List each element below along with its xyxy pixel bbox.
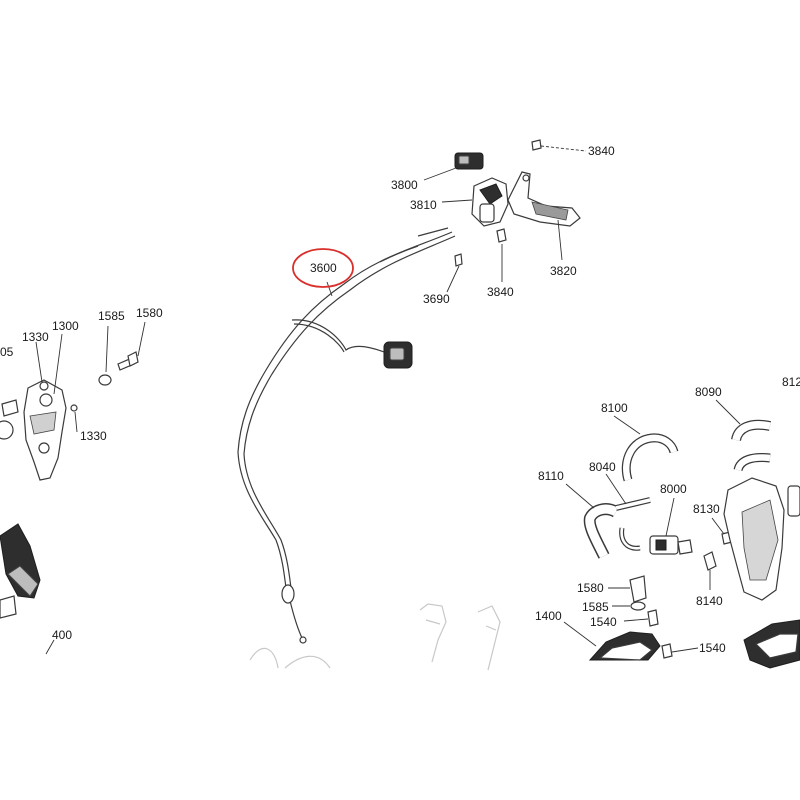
callout-3840-bottom: 3840 (487, 285, 514, 299)
part-3690 (454, 253, 463, 267)
callout-3810: 3810 (410, 198, 437, 212)
leader-lines-right (563, 399, 741, 653)
highlight-circle (292, 248, 354, 288)
callout-1540-lower: 1540 (699, 641, 726, 655)
lever-assembly (454, 139, 581, 267)
part-1580-right (629, 575, 647, 603)
part-3840-bottom (496, 228, 507, 243)
callout-1585-right: 1585 (582, 600, 609, 614)
right-parts-cluster (583, 419, 800, 669)
part-1585-left (98, 374, 112, 386)
callout-1540-upper: 1540 (590, 615, 617, 629)
part-1330-upper (39, 381, 49, 391)
part-8140 (703, 551, 717, 571)
callout-400: 400 (52, 628, 72, 642)
callout-1300: 1300 (52, 319, 79, 333)
callout-labels: 3840 3800 3810 3820 3690 3840 3600 1330 … (0, 144, 800, 655)
callout-8100: 8100 (601, 401, 628, 415)
part-3820 (507, 171, 581, 227)
part-1540-upper (647, 609, 659, 627)
callout-8140: 8140 (696, 594, 723, 608)
cable-harness-3600 (237, 227, 456, 644)
callout-05: 05 (0, 345, 14, 359)
leader-lines-center (326, 145, 587, 297)
callout-8110: 8110 (538, 469, 564, 483)
callout-1330-upper: 1330 (22, 330, 49, 344)
leader-lines-left (35, 321, 146, 433)
callout-3690: 3690 (423, 292, 450, 306)
callout-1580-left: 1580 (136, 306, 163, 320)
callout-8000: 8000 (660, 482, 687, 496)
part-1540-lower (661, 643, 673, 659)
background-parts-outline (249, 603, 501, 671)
callout-1400: 1400 (535, 609, 562, 623)
part-1330-lower (70, 404, 78, 412)
callout-812: 812 (782, 375, 800, 389)
callout-8040: 8040 (589, 460, 616, 474)
part-1585-right (630, 601, 646, 611)
callout-3600: 3600 (310, 261, 337, 275)
left-parts-cluster (0, 351, 139, 655)
callout-8090: 8090 (695, 385, 722, 399)
callout-1330-lower: 1330 (80, 429, 107, 443)
callout-3820: 3820 (550, 264, 577, 278)
part-3840-top (531, 139, 542, 151)
callout-1585-left: 1585 (98, 309, 125, 323)
callout-3800: 3800 (391, 178, 418, 192)
callout-3840-top: 3840 (588, 144, 615, 158)
callout-8130: 8130 (693, 502, 720, 516)
callout-1580-right: 1580 (577, 581, 604, 595)
